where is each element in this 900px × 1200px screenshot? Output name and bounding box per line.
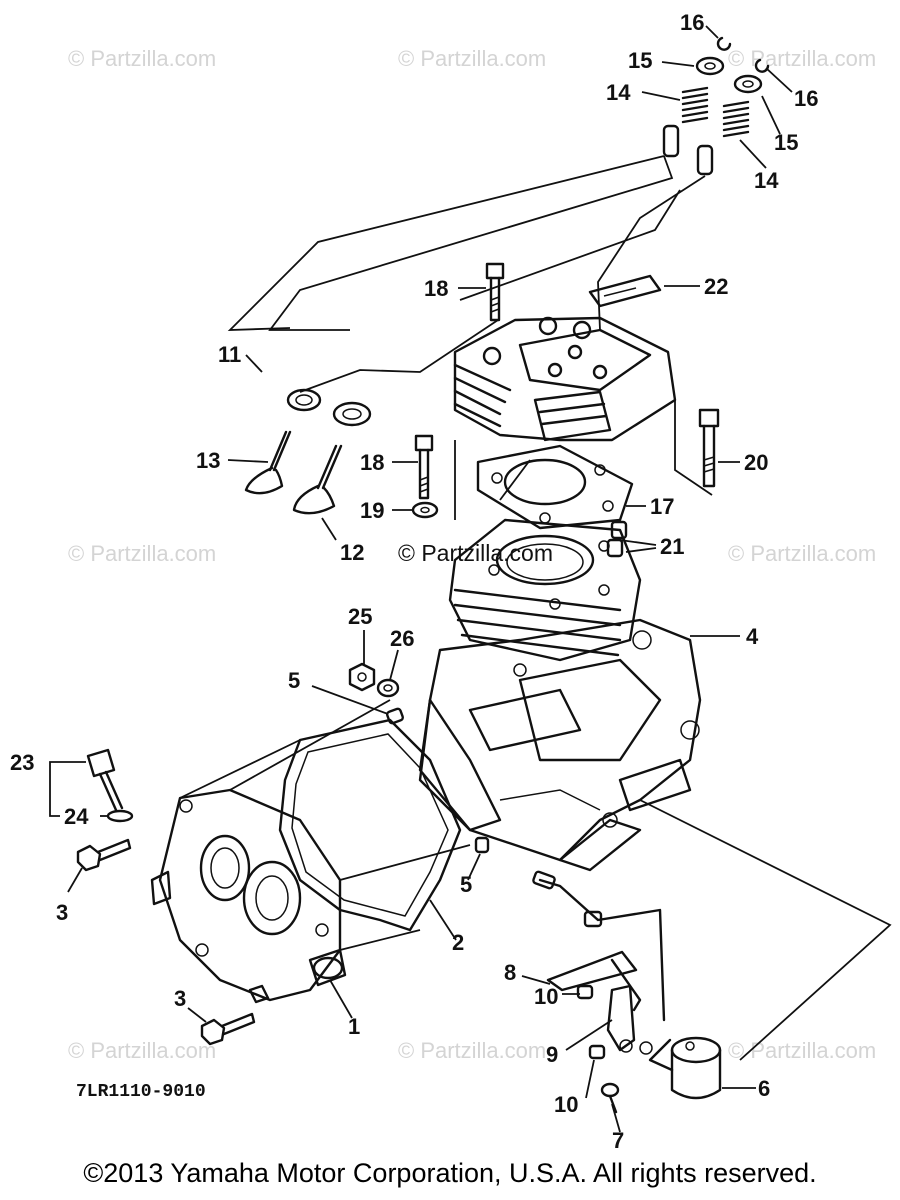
crankcase-cover-1 (150, 788, 347, 1002)
intake-valve-12 (292, 444, 343, 515)
callout-16: 16 (794, 86, 818, 111)
watermark: © Partzilla.com (398, 1038, 546, 1063)
spring-retainers-15 (695, 56, 763, 94)
watermark: © Partzilla.com (398, 46, 546, 71)
callout-17: 17 (650, 494, 674, 519)
washer-26 (376, 678, 400, 698)
callout-18: 18 (360, 450, 384, 475)
callout-25: 25 (348, 604, 372, 629)
exhaust-valve-13 (244, 430, 292, 495)
oil-level-sensor-6 (648, 1036, 722, 1100)
callout-22: 22 (704, 274, 728, 299)
bracket-8 (546, 950, 642, 1012)
crankcase-4 (418, 618, 702, 872)
callout-13: 13 (196, 448, 220, 473)
callout-21: 21 (660, 534, 684, 559)
callout-1: 1 (348, 1014, 360, 1039)
callout-3: 3 (174, 986, 186, 1011)
callout-10: 10 (554, 1092, 578, 1117)
screws-10 (576, 984, 606, 1060)
callout-7: 7 (612, 1128, 624, 1153)
callout-6: 6 (758, 1076, 770, 1101)
callout-4: 4 (746, 624, 759, 649)
bolt-20 (698, 408, 720, 488)
head-gasket-17 (476, 444, 634, 530)
diagram-code: 7LR1110-9010 (76, 1082, 206, 1102)
watermark: © Partzilla.com (728, 1038, 876, 1063)
dowel-5-upper (386, 707, 404, 725)
callout-26: 26 (390, 626, 414, 651)
callout-15: 15 (628, 48, 652, 73)
cylinder-head (453, 316, 677, 442)
callout-19: 19 (360, 498, 384, 523)
assembly-lines-upper (227, 155, 706, 331)
callout-11: 11 (218, 342, 241, 367)
nut-25 (348, 662, 376, 692)
callout-23: 23 (10, 750, 34, 775)
watermarks: © Partzilla.com © Partzilla.com © Partzi… (68, 46, 876, 1063)
screw-7 (600, 1082, 620, 1114)
callout-5: 5 (288, 668, 300, 693)
callout-9: 9 (546, 1042, 558, 1067)
o-ring-24 (106, 809, 134, 823)
assembly-lines-head (299, 319, 713, 520)
copyright-notice: ©2013 Yamaha Motor Corporation, U.S.A. A… (83, 1158, 817, 1188)
head-bolt-18-lower (414, 434, 434, 500)
callout-16: 16 (680, 10, 704, 35)
watermark: © Partzilla.com (728, 46, 876, 71)
oil-sensor-wire (532, 870, 666, 1022)
callout-10: 10 (534, 984, 558, 1009)
bolt-3-upper (76, 838, 132, 872)
head-bolt-18-top (485, 262, 505, 322)
callout-14: 14 (754, 168, 779, 193)
callout-15: 15 (774, 130, 798, 155)
callout-leaders (49, 25, 793, 1133)
callout-numbers: 16 15 14 16 15 14 18 22 11 13 12 18 19 2… (10, 10, 818, 1153)
valve-guides (662, 124, 714, 176)
callout-18: 18 (424, 276, 448, 301)
valve-seals-11 (286, 388, 372, 427)
callout-3: 3 (56, 900, 68, 925)
assembly-lines-case (179, 699, 892, 1061)
plate-9 (606, 984, 653, 1055)
washer-19 (411, 501, 439, 519)
watermark: © Partzilla.com (68, 1038, 216, 1063)
oil-filler-cap-23 (86, 748, 124, 812)
callout-24: 24 (64, 804, 89, 829)
valve-cover-plate-22 (588, 274, 662, 308)
cylinder-block-4 (448, 518, 642, 662)
callout-12: 12 (340, 540, 364, 565)
callout-20: 20 (744, 450, 768, 475)
case-gasket-2 (278, 718, 462, 932)
valve-springs-14 (681, 86, 750, 138)
dowel-5-lower (474, 836, 490, 854)
callout-2: 2 (452, 930, 464, 955)
watermark: © Partzilla.com (68, 541, 216, 566)
callout-5: 5 (460, 872, 472, 897)
watermark: © Partzilla.com (68, 46, 216, 71)
callout-14: 14 (606, 80, 631, 105)
bolt-3-lower (200, 984, 270, 1046)
callout-8: 8 (504, 960, 516, 985)
watermark: © Partzilla.com (728, 541, 876, 566)
